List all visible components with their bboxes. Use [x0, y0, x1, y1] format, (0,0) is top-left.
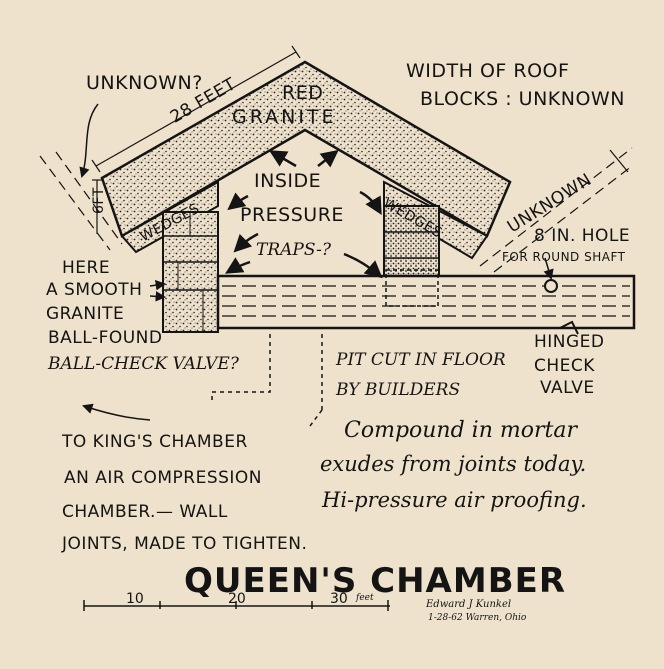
here-line4: BALL-FOUND [48, 328, 163, 348]
compound-line2: exudes from joints today. [320, 452, 587, 476]
unknown-top-label: UNKNOWN? [86, 72, 203, 94]
compound-line3: Hi-pressure air proofing. [322, 488, 587, 512]
here-line3: GRANITE [46, 304, 125, 324]
hinged-check-valve [559, 320, 579, 335]
red-label: RED [282, 82, 324, 104]
traps-label: TRAPS-? [256, 240, 331, 260]
scale-unit: feet [356, 593, 374, 603]
scale-tick-30: 30 [330, 591, 348, 607]
ball-check-valve-label: BALL-CHECK VALVE? [48, 354, 239, 374]
granite-label: GRANITE [232, 106, 337, 128]
roof-width-line2: BLOCKS : UNKNOWN [420, 88, 625, 110]
round-shaft-hole [544, 279, 558, 293]
king-line4: JOINTS, MADE TO TIGHTEN. [62, 534, 308, 554]
floor-slab [216, 274, 636, 330]
floor-pit [385, 269, 439, 307]
pit-line1: PIT CUT IN FLOOR [336, 350, 506, 370]
hole-8in-label: 8 IN. HOLE [534, 226, 631, 246]
hinged-line2: CHECK [534, 356, 595, 376]
roof-block [100, 60, 512, 238]
round-shaft-label: FOR ROUND SHAFT [502, 250, 626, 264]
inside-label: INSIDE [254, 170, 322, 192]
diagram-title: QUEEN'S CHAMBER [184, 561, 567, 601]
scale-tick-20: 20 [228, 591, 246, 607]
hinged-line1: HINGED [534, 332, 605, 352]
king-line2: AN AIR COMPRESSION [64, 468, 263, 488]
signature-line2: 1-28-62 Warren, Ohio [428, 613, 527, 623]
signature-line1: Edward J Kunkel [426, 599, 512, 610]
roof-width-line1: WIDTH OF ROOF [406, 60, 570, 82]
king-line3: CHAMBER.— WALL [62, 502, 228, 522]
hinged-line3: VALVE [540, 378, 595, 398]
pit-line2: BY BUILDERS [336, 380, 461, 400]
compound-line1: Compound in mortar [344, 418, 577, 443]
scale-tick-10: 10 [126, 591, 144, 607]
pressure-label: PRESSURE [240, 204, 344, 226]
king-line1: TO KING'S CHAMBER [62, 432, 248, 452]
dimension-6ft: 6FT [91, 187, 107, 214]
here-line1: HERE [62, 258, 111, 278]
here-line2: A SMOOTH [46, 280, 143, 300]
